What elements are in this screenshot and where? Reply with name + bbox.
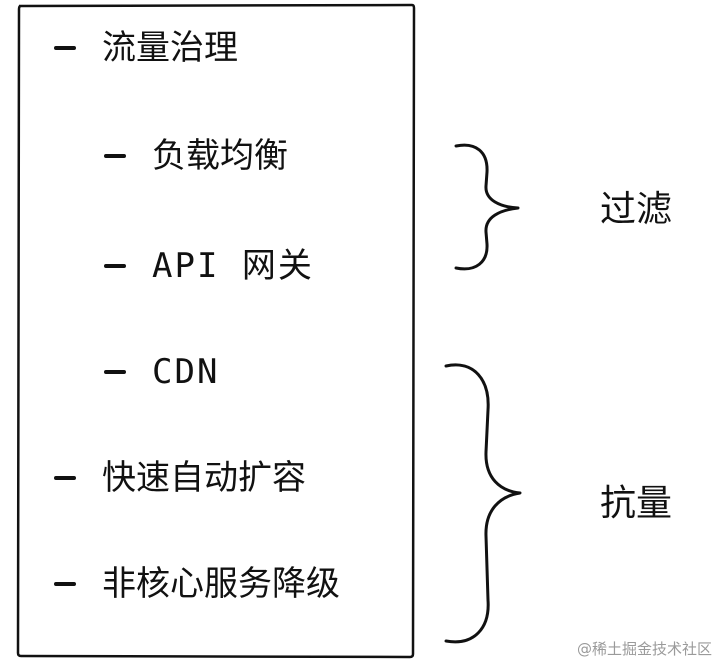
group-label-filter: 过滤 bbox=[600, 189, 673, 230]
resist-group-brace bbox=[444, 363, 522, 644]
bullet-dash bbox=[54, 582, 76, 586]
bullet-dash bbox=[104, 370, 126, 374]
bullet-dash bbox=[54, 46, 76, 50]
item-label: 非核心服务降级 bbox=[102, 564, 340, 604]
item-label: 流量治理 bbox=[102, 28, 238, 68]
item-label: API 网关 bbox=[152, 246, 314, 286]
watermark: @稀土掘金技术社区 bbox=[576, 640, 712, 658]
bullet-dash bbox=[54, 476, 76, 480]
item-label: 负载均衡 bbox=[152, 136, 288, 176]
list-item-load-balancing: 负载均衡 bbox=[104, 136, 288, 176]
list-item-traffic-governance: 流量治理 bbox=[54, 28, 238, 68]
item-label: 快速自动扩容 bbox=[102, 458, 306, 498]
bullet-dash bbox=[104, 264, 126, 268]
group-label-resist: 抗量 bbox=[600, 483, 673, 524]
filter-group-brace bbox=[454, 143, 520, 271]
list-item-cdn: CDN bbox=[104, 352, 219, 392]
list-item-auto-scaling: 快速自动扩容 bbox=[54, 458, 306, 498]
outline-box bbox=[16, 3, 416, 659]
list-item-service-degradation: 非核心服务降级 bbox=[54, 564, 340, 604]
bullet-dash bbox=[104, 154, 126, 158]
list-item-api-gateway: API 网关 bbox=[104, 246, 314, 286]
item-label: CDN bbox=[152, 352, 220, 392]
